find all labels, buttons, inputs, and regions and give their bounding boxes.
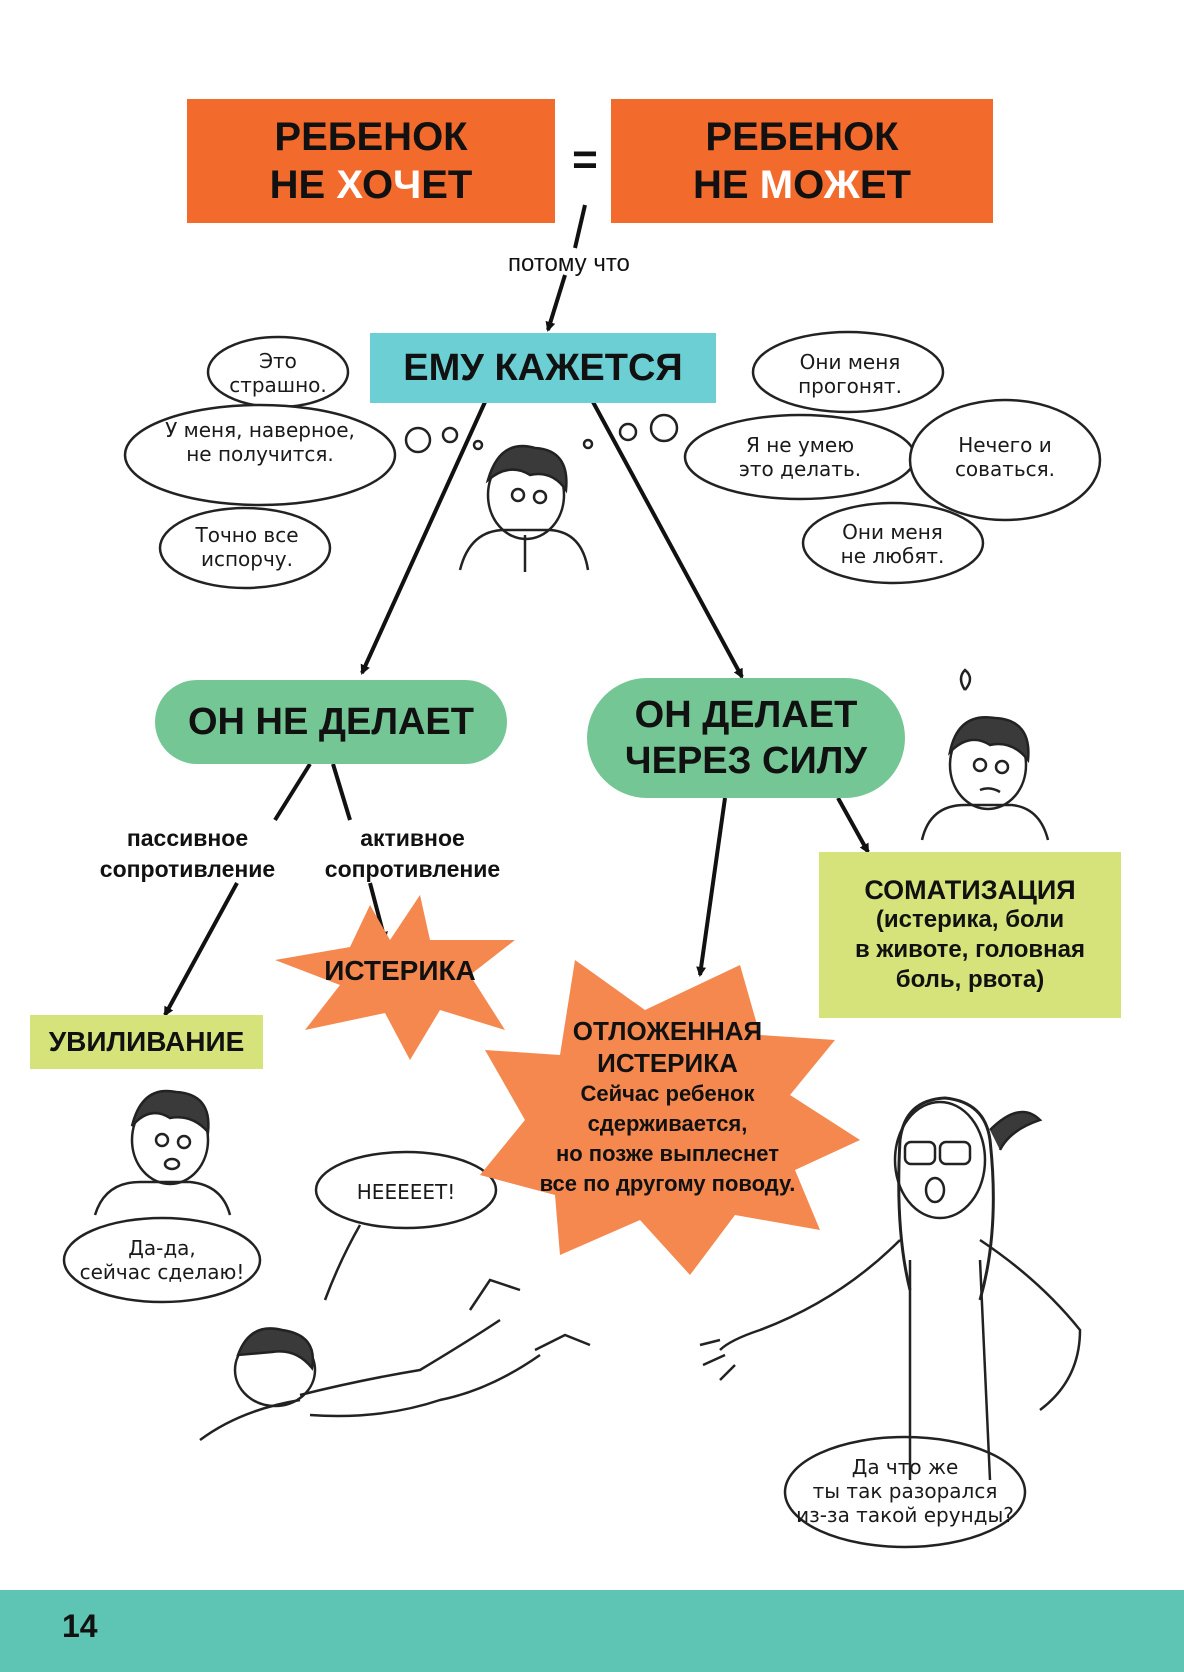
thought-text-7: Они меня не любят. <box>840 520 945 568</box>
boy-figure-center <box>458 444 590 572</box>
thought-bubble-2 <box>123 403 397 507</box>
page-number: 14 <box>62 1608 98 1644</box>
child-does-not-want-box: РЕБЕНОК НЕ ХОЧЕТ <box>187 99 555 223</box>
arrow-seems-to-forced <box>591 401 744 679</box>
header-left-plain: О <box>361 163 394 207</box>
hysteria-burst-shape <box>275 895 515 1060</box>
speech-bubble-child-yes <box>62 1216 262 1304</box>
thought-bubble-3 <box>158 506 332 590</box>
active-resistance-label: активное сопротивление <box>305 823 520 885</box>
thought-text-4: Они меня прогонят. <box>798 350 902 398</box>
delayed-hysteria-burst-shape <box>480 960 860 1275</box>
delayed-hysteria-text: ОТЛОЖЕННАЯ ИСТЕРИКА Сейчас ребенок сдерж… <box>510 1015 825 1199</box>
header-right-tail: ЕТ <box>859 163 911 207</box>
header-left-line2: НЕ ХОЧЕТ <box>270 161 473 209</box>
header-left-word: НЕ <box>269 163 337 207</box>
delayed-line1: Сейчас ребенок <box>580 1081 755 1106</box>
speech-mom-line2: ты так разорался <box>812 1479 998 1503</box>
delayed-line4: все по другому поводу. <box>539 1171 796 1196</box>
not-doing-pill: ОН НЕ ДЕЛАЕТ <box>155 680 507 764</box>
page-footer-band <box>0 1590 1184 1672</box>
somatization-line1: (истерика, боли <box>875 906 1065 933</box>
thought-text-1: Это страшно. <box>229 349 327 397</box>
passive-resistance-label: пассивное сопротивление <box>80 823 295 885</box>
header-left-hl2: Ч <box>393 163 422 207</box>
arrow-passive-to-evasion <box>163 882 239 1017</box>
arrow-forced-to-delayed <box>696 797 727 977</box>
header-right-line2: НЕ МОЖЕТ <box>693 161 911 209</box>
delayed-line3: но позже выплеснет <box>555 1141 780 1166</box>
arrow-equal-to-because <box>573 204 587 249</box>
hysteria-label: ИСТЕРИКА <box>324 955 476 986</box>
header-left-tail: ЕТ <box>421 163 473 207</box>
arrow-because-to-seems <box>545 274 567 332</box>
speech-mom: Да что же ты так разорался из-за такой е… <box>795 1455 1015 1527</box>
header-left-line1: РЕБЕНОК <box>274 115 468 159</box>
because-label: потому что <box>508 250 630 277</box>
boy-figure-right <box>920 668 1050 841</box>
thought-bubble-4 <box>751 330 945 414</box>
delayed-title2: ИСТЕРИКА <box>597 1048 738 1078</box>
thought-text-2: У меня, наверное, не получится. <box>165 418 355 466</box>
evasion-box: УВИЛИВАНИЕ <box>30 1015 263 1069</box>
thought-bubble-7 <box>801 501 985 585</box>
speech-child-yes-line2: сейчас сделаю! <box>79 1260 245 1284</box>
child-cannot-box: РЕБЕНОК НЕ МОЖЕТ <box>611 99 993 223</box>
passive-line2: сопротивление <box>99 856 276 882</box>
speech-child-yes-line1: Да-да, <box>128 1236 196 1260</box>
somatization-line3: боль, рвота) <box>895 966 1045 993</box>
speech-mom-line3: из-за такой ерунды? <box>796 1503 1014 1527</box>
line-not-doing-to-passive <box>273 762 312 822</box>
doing-forced-line1: ОН ДЕЛАЕТ <box>634 694 858 736</box>
active-line1: активное <box>360 825 465 851</box>
thought-bubble-6 <box>908 398 1102 522</box>
header-right-hl1: М <box>759 163 794 207</box>
child-tantrum-figure <box>199 1278 591 1442</box>
active-line2: сопротивление <box>324 856 501 882</box>
line-not-doing-to-active <box>331 763 352 821</box>
doing-forced-line2: ЧЕРЕЗ СИЛУ <box>624 740 868 782</box>
passive-line1: пассивное <box>126 825 249 851</box>
somatization-box: СОМАТИЗАЦИЯ (истерика, боли в животе, го… <box>819 852 1121 1018</box>
thought-text-5: Я не умею это делать. <box>738 433 862 481</box>
speech-child-yes: Да-да, сейчас сделаю! <box>72 1236 252 1284</box>
speech-mom-line1: Да что же <box>851 1455 959 1479</box>
delayed-line2: сдерживается, <box>587 1111 748 1136</box>
somatization-line2: в животе, головная <box>854 936 1086 963</box>
somatization-title: СОМАТИЗАЦИЯ <box>864 875 1076 905</box>
delayed-title1: ОТЛОЖЕННАЯ <box>572 1016 763 1046</box>
header-left-hl1: Х <box>336 163 362 207</box>
thought-text-3: Точно все испорчу. <box>195 523 299 571</box>
header-right-word: НЕ <box>693 163 760 207</box>
arrow-forced-to-somatization <box>836 797 870 854</box>
arrow-seems-to-not-doing <box>360 401 487 675</box>
boy-figure-left <box>93 1089 232 1216</box>
it-seems-to-him-box: ЕМУ КАЖЕТСЯ <box>370 333 716 403</box>
header-right-hl2: Ж <box>823 163 860 207</box>
speech-bubble-mom <box>783 1435 1027 1549</box>
speech-nooo: НЕЕЕЕЕТ! <box>356 1180 456 1204</box>
equals-sign: = <box>572 135 598 184</box>
thought-text-6: Нечего и соваться. <box>954 433 1056 481</box>
header-right-plain: О <box>793 163 824 207</box>
speech-bubble-nooo <box>314 1150 498 1230</box>
doing-forced-pill: ОН ДЕЛАЕТ ЧЕРЕЗ СИЛУ <box>587 678 905 798</box>
woman-figure <box>699 1096 1082 1481</box>
header-right-line1: РЕБЕНОК <box>705 115 899 159</box>
